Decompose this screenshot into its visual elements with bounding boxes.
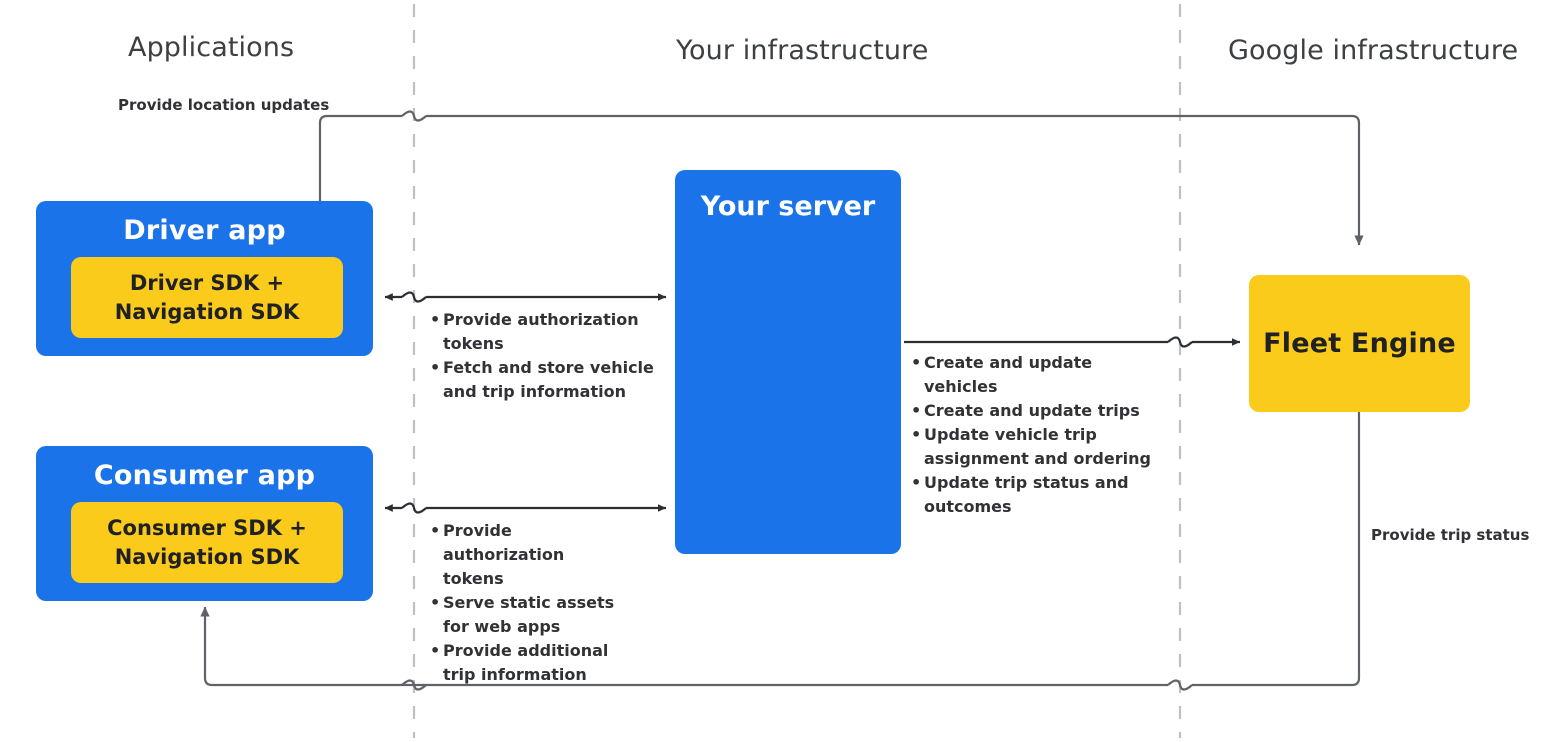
edge-label-trip-status: Provide trip status [1371, 526, 1530, 544]
wire-hop-server-engine [1167, 336, 1193, 348]
consumer-app-title: Consumer app [93, 460, 316, 491]
bullet-item: Update vehicle trip assignment and order… [911, 423, 1159, 471]
zone-title-applications: Applications [128, 32, 295, 63]
wire-hop-trip-status-left [401, 679, 427, 691]
zone-title-your-infrastructure: Your infrastructure [676, 35, 929, 66]
node-consumer-app[interactable]: Consumer app Consumer SDK + Navigation S… [36, 446, 373, 601]
bullet-item: Provide additional trip information [430, 639, 630, 687]
wire-hop-consumer-server [401, 502, 427, 514]
wire-hop-trip-status-right [1167, 679, 1193, 691]
wire-hop-driver-server [401, 291, 427, 303]
fleet-engine-title: Fleet Engine [1263, 328, 1456, 359]
consumer-sdk-label: Consumer SDK + Navigation SDK [107, 516, 307, 569]
driver-sdk-label: Driver SDK + Navigation SDK [114, 271, 300, 324]
bullet-item: Update trip status and outcomes [911, 471, 1159, 519]
consumer-sdk-box[interactable]: Consumer SDK + Navigation SDK [71, 502, 343, 583]
bullet-item: Create and update vehicles [911, 351, 1159, 399]
node-fleet-engine[interactable]: Fleet Engine [1249, 275, 1470, 412]
bullet-item: Provide authorization tokens [430, 308, 656, 356]
bullet-item: Create and update trips [911, 399, 1159, 423]
bullet-item: Serve static assets for web apps [430, 591, 630, 639]
node-your-server[interactable]: Your server [675, 170, 901, 554]
your-server-title: Your server [700, 191, 876, 222]
driver-sdk-box[interactable]: Driver SDK + Navigation SDK [71, 257, 343, 338]
wire-hop-location-updates [401, 110, 427, 122]
node-driver-app[interactable]: Driver app Driver SDK + Navigation SDK [36, 201, 373, 356]
bullet-item: Provide authorization tokens [430, 519, 630, 591]
edge-bullets-driver-server: Provide authorization tokens Fetch and s… [430, 308, 656, 404]
edge-bullets-server-engine: Create and update vehicles Create and up… [911, 351, 1159, 519]
zone-title-google-infrastructure: Google infrastructure [1228, 35, 1519, 66]
driver-app-title: Driver app [123, 215, 286, 246]
edge-bullets-consumer-server: Provide authorization tokens Serve stati… [430, 519, 630, 687]
bullet-item: Fetch and store vehicle and trip informa… [430, 356, 656, 404]
edge-label-location-updates: Provide location updates [118, 96, 330, 114]
